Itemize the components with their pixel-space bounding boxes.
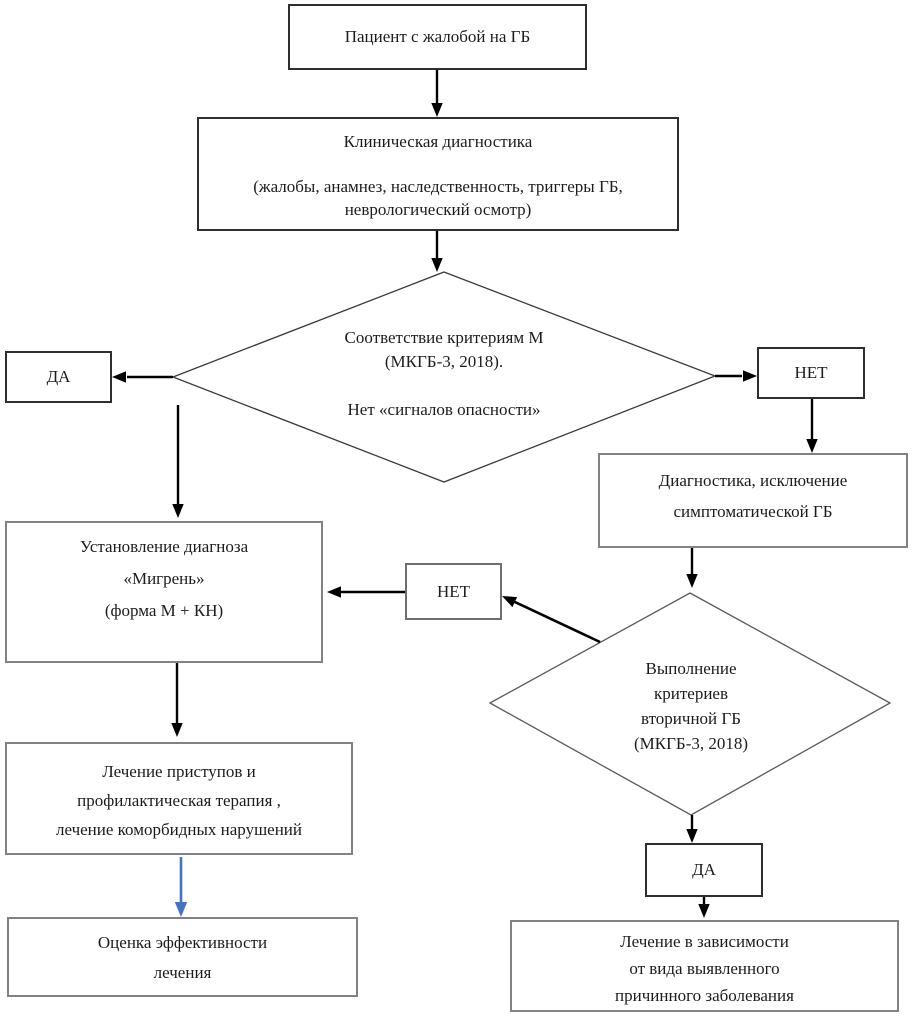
node-secondary-treatment-line2: от вида выявленного <box>629 959 780 978</box>
arrow-yes-to-migraine <box>172 405 184 518</box>
node-no-right: НЕТ <box>757 347 865 399</box>
criteria-line3: Нет «сигналов опасности» <box>347 400 541 419</box>
node-secondary-treatment: Лечение в зависимости от вида выявленног… <box>510 920 899 1012</box>
arrow-patient-to-clinical <box>431 70 443 117</box>
node-no-right-label: НЕТ <box>794 363 828 382</box>
arrow-treatment-to-evaluation <box>174 857 188 917</box>
node-yes-left: ДА <box>5 351 112 403</box>
node-attack-treatment-line1: Лечение приступов и <box>102 762 256 781</box>
arrow-secondary-criteria-to-yes-bottom <box>686 815 698 843</box>
node-attack-treatment-line2: профилактическая терапия , <box>77 791 281 810</box>
node-migraine-diagnosis: Установление диагноза «Мигрень» (форма М… <box>5 521 323 663</box>
node-clinical-line2: (жалобы, анамнез, наследственность, триг… <box>253 177 623 196</box>
node-yes-bottom: ДА <box>645 843 763 897</box>
node-diagnostics-line2: симптоматической ГБ <box>673 502 833 521</box>
node-diagnostics-exclusion: Диагностика, исключение симптоматической… <box>598 453 908 548</box>
criteria-line1: Соответствие критериям М <box>344 328 544 347</box>
secondary-criteria-line4: (МКГБ-3, 2018) <box>633 734 749 753</box>
secondary-criteria-line2: критериев <box>653 684 728 703</box>
node-clinical-line1: Клиническая диагностика <box>343 132 533 151</box>
decision-secondary-criteria-text: Выполнение критериев вторичной ГБ (МКГБ-… <box>541 656 841 756</box>
arrow-no-to-diagnostics <box>806 399 818 453</box>
arrow-secondary-criteria-to-no-mid <box>502 596 601 644</box>
arrow-diagnostics-to-secondary-criteria <box>686 548 698 588</box>
arrow-no-mid-to-migraine <box>327 586 405 598</box>
node-yes-bottom-label: ДА <box>692 860 716 879</box>
arrow-criteria-to-no <box>715 370 757 382</box>
node-migraine-line2: «Мигрень» <box>123 569 205 588</box>
node-evaluation-line2: лечения <box>153 963 212 982</box>
node-patient: Пациент с жалобой на ГБ <box>288 4 587 70</box>
decision-migraine-criteria-text: Соответствие критериям М (МКГБ-3, 2018).… <box>244 326 644 422</box>
node-yes-left-label: ДА <box>46 367 71 386</box>
criteria-line2: (МКГБ-3, 2018). <box>384 352 504 371</box>
arrow-yes-bottom-to-secondary-treatment <box>698 897 710 918</box>
arrow-clinical-to-criteria <box>431 231 443 272</box>
secondary-criteria-line1: Выполнение <box>645 659 737 678</box>
node-attack-treatment-line3: лечение коморбидных нарушений <box>55 820 303 839</box>
secondary-criteria-line3: вторичной ГБ <box>641 709 741 728</box>
node-clinical-line3: неврологический осмотр) <box>344 200 532 219</box>
node-no-mid-label: НЕТ <box>436 581 471 601</box>
node-patient-label: Пациент с жалобой на ГБ <box>344 27 531 46</box>
node-evaluation: Оценка эффективности лечения <box>7 917 358 997</box>
arrow-criteria-to-yes <box>112 371 173 383</box>
node-migraine-line3: (форма М + КН) <box>104 601 224 620</box>
arrow-migraine-to-treatment <box>171 663 183 737</box>
node-evaluation-line1: Оценка эффективности <box>97 933 268 952</box>
blank-line <box>244 374 644 398</box>
node-no-mid: НЕТ <box>405 563 502 620</box>
node-attack-treatment: Лечение приступов и профилактическая тер… <box>5 742 353 855</box>
node-diagnostics-line1: Диагностика, исключение <box>658 471 848 490</box>
node-secondary-treatment-line3: причинного заболевания <box>615 986 794 1005</box>
decision-diamond-migraine-criteria <box>171 271 717 483</box>
node-clinical-diagnostics: Клиническая диагностика (жалобы, анамнез… <box>197 117 679 231</box>
node-migraine-line1: Установление диагноза <box>79 537 249 556</box>
node-secondary-treatment-line1: Лечение в зависимости <box>620 932 789 951</box>
